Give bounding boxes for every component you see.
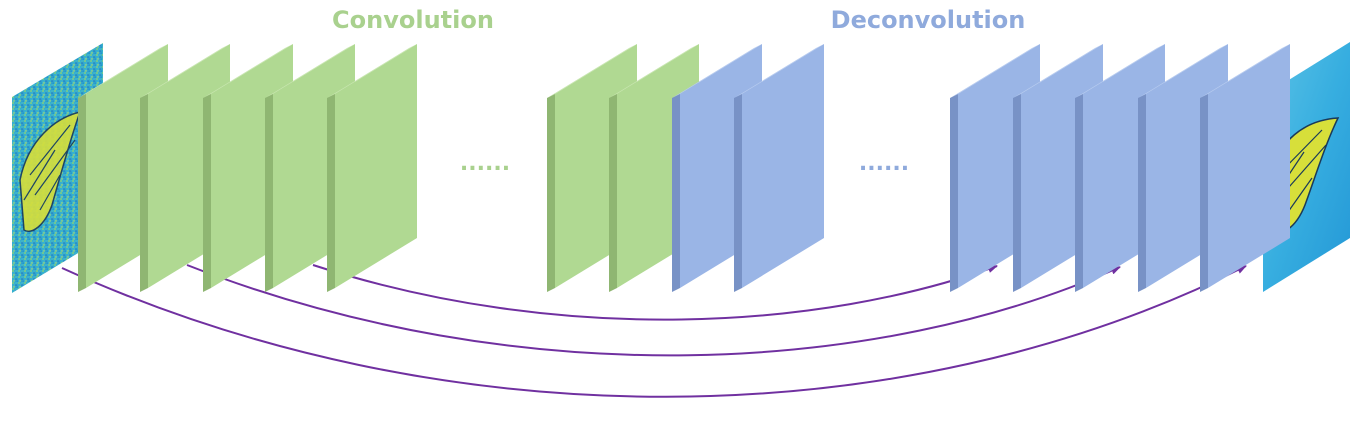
- conv-ellipsis: ......: [460, 151, 510, 176]
- butterfly-icon: [19, 110, 82, 232]
- deconvolution-title: Deconvolution: [831, 6, 1026, 34]
- conv-layer: [327, 44, 417, 292]
- convolution-title: Convolution: [332, 6, 494, 34]
- deconv-layer: [734, 44, 824, 292]
- skip-connection-arrow: [61, 265, 1247, 398]
- skip-connection-arrow: [186, 264, 1121, 357]
- skip-connections: [61, 264, 1247, 398]
- feature-map-layers: [78, 44, 1290, 292]
- deconv-ellipsis: ......: [859, 151, 909, 176]
- skip-connection-arrow: [312, 264, 998, 321]
- deconv-layer: [1200, 44, 1290, 292]
